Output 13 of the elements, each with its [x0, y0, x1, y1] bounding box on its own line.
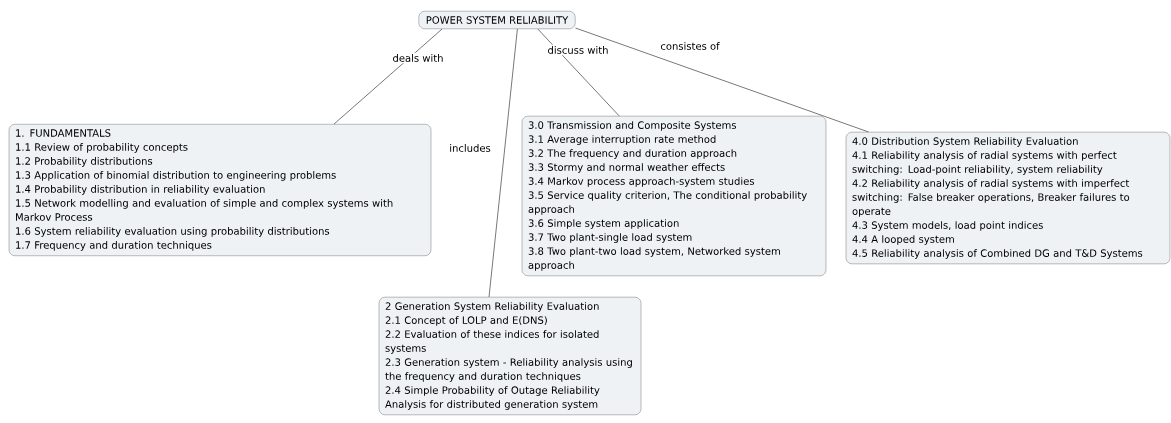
edge-label: deals with — [391, 52, 445, 64]
edge-label: consistes of — [658, 40, 722, 52]
topic-box: 4.0 Distribution System Reliability Evaluation 4.1 Reliability analysis of radial systems with perfect switching: Load-point reliability, system reliability 4.2 Reliability analysis of radial systems with imperfect switching: False breaker operations, Breaker failures to operate 4.3 System models, load point indices 4.4 A looped system 4.5 Reliability analysis of Combined DG and T&D Systems — [845, 131, 1171, 265]
topic-box: 3.0 Transmission and Composite Systems 3.1 Average interruption rate method 3.2 The frequency and duration approach 3.3 Stormy and normal weather effects 3.4 Markov process approach-system studies 3.5 Service quality criterion, The conditional probability approach 3.6 Simple system application 3.7 Two plant-single load system 3.8 Two plant-two load system, Networked system approach — [521, 115, 827, 277]
topic-box: 1. FUNDAMENTALS 1.1 Review of probability concepts 1.2 Probability distributions 1.3 Application of binomial distribution to engineering problems 1.4 Probability distribution in reliability evaluation 1.5 Network modelling and evaluation of simple and complex systems with Markov Process 1.6 System reliability evaluation using probability distributions 1.7 Frequency and duration techniques — [8, 124, 432, 256]
edge-label: includes — [447, 142, 493, 154]
topic-box: 2 Generation System Reliability Evaluation 2.1 Concept of LOLP and E(DNS) 2.2 Evaluation of these indices for isolated systems 2.3 Generation system - Reliability analysis using the frequency and duration techniques 2.4 Simple Probability of Outage Reliability Analysis for distributed generation system — [378, 296, 642, 416]
connector-line — [537, 28, 620, 117]
connector-line — [333, 28, 443, 125]
title-box: POWER SYSTEM RELIABILITY — [418, 11, 576, 29]
edge-label: discuss with — [546, 44, 610, 56]
connector-line — [575, 27, 869, 133]
connector-line — [488, 28, 518, 298]
